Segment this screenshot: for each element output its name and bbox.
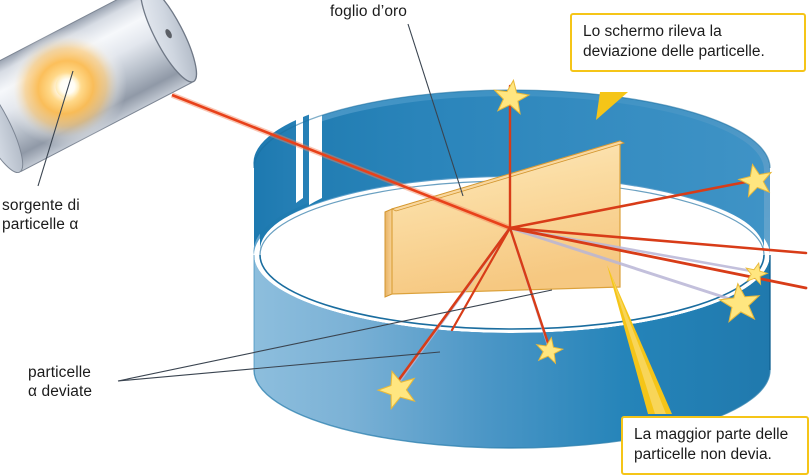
- label-gold-foil: foglio d’oro: [330, 3, 408, 20]
- leader-lines: [37, 23, 553, 382]
- gold-foil-side-face: [384, 208, 393, 298]
- callout-screen-tail: [596, 92, 628, 120]
- drum-bottom-edge: [253, 369, 771, 449]
- scattered-ray-right-mid: [508, 226, 808, 255]
- leader-deviate-2: [117, 289, 553, 382]
- label-deviated-particles: particelle α deviate: [28, 364, 93, 400]
- star-bottom-mid: [535, 336, 565, 365]
- source-back-cap: [0, 75, 24, 174]
- incoming-alpha-beam: [170, 92, 514, 232]
- callout-most-particles-undeviated: La maggior parte delle particelle non de…: [621, 416, 809, 475]
- scattered-ray-down-left: [396, 226, 512, 383]
- drum-front-wall-body: [254, 255, 770, 448]
- drum-entry-slit-gap: [309, 110, 322, 205]
- star-right-lower: [718, 282, 761, 323]
- scattered-ray-down-inner: [450, 226, 512, 332]
- drum-floor-front-edge: [259, 254, 765, 330]
- leader-deviate-1: [117, 351, 441, 382]
- source-aperture: [165, 29, 172, 39]
- callout-tails: [596, 92, 672, 414]
- scattered-ray-right-up: [508, 178, 758, 230]
- callout-most-tail: [607, 265, 672, 414]
- leader-source: [37, 70, 74, 187]
- detection-flashes: [376, 78, 773, 411]
- star-right-small: [745, 261, 769, 286]
- callout-most-tail-highlight: [610, 272, 666, 414]
- callout-screen-detects-deviation: Lo schermo rileva la deviazione delle pa…: [570, 13, 806, 72]
- gold-foil: [384, 140, 626, 298]
- incoming-beam-core: [171, 93, 513, 231]
- scattered-ray-down-mid: [508, 226, 550, 345]
- leader-foil: [407, 23, 464, 197]
- gold-foil-top-edge: [390, 140, 626, 212]
- star-right-upper: [737, 163, 773, 198]
- label-alpha-particle-source: sorgente di particelle α: [2, 197, 80, 233]
- alpha-particle-source: [0, 0, 198, 174]
- faint-ray-b: [508, 226, 741, 304]
- source-hotspot: [55, 74, 80, 99]
- star-bottom-left: [376, 370, 416, 411]
- drum-entry-slit: [296, 108, 303, 203]
- star-top: [493, 78, 531, 116]
